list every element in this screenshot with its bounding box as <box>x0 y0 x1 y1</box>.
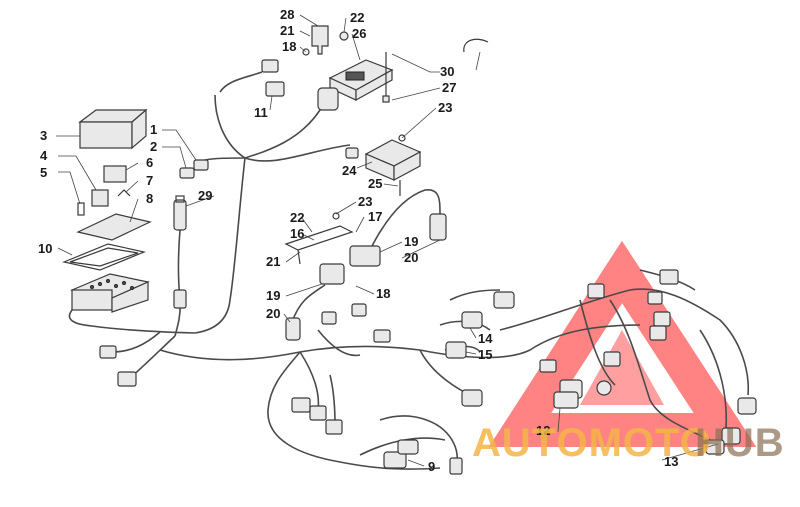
watermark-brand-hub: HUB <box>695 421 785 465</box>
callout-17: 17 <box>368 209 382 224</box>
ecu-module <box>328 59 394 102</box>
clip <box>117 189 131 197</box>
right-connector-cluster <box>539 269 757 455</box>
callout-11: 11 <box>254 105 268 120</box>
callout-21-bottom: 21 <box>266 254 280 269</box>
callout-26: 26 <box>352 26 366 41</box>
bolt-27 <box>382 52 390 103</box>
speed-sensor <box>173 195 187 231</box>
connector-11 <box>261 59 285 97</box>
callout-15: 15 <box>478 347 492 362</box>
callout-3: 3 <box>40 128 47 143</box>
clamp-ring <box>463 38 489 53</box>
callout-labels: 1 2 3 4 5 6 7 8 9 10 11 12 13 14 15 16 1… <box>38 7 678 474</box>
callout-19-right: 19 <box>404 234 418 249</box>
callout-18-bottom: 18 <box>376 286 390 301</box>
callout-19-left: 19 <box>266 288 280 303</box>
watermark-logo <box>488 240 757 447</box>
callout-22-top: 22 <box>350 10 364 25</box>
callout-5: 5 <box>40 165 47 180</box>
callout-18-top: 18 <box>282 39 296 54</box>
callout-20-left: 20 <box>266 306 280 321</box>
callout-2: 2 <box>150 139 157 154</box>
callout-23-top: 23 <box>438 100 452 115</box>
relay-small <box>103 165 127 183</box>
callout-23-bottom: 23 <box>358 194 372 209</box>
callout-25: 25 <box>368 176 382 191</box>
callout-22-bottom: 22 <box>290 210 304 225</box>
callout-16: 16 <box>290 226 304 241</box>
callout-10: 10 <box>38 241 52 256</box>
gasket <box>61 243 147 271</box>
callout-29: 29 <box>198 188 212 203</box>
left-connectors <box>99 289 187 387</box>
callout-leaders <box>56 14 719 467</box>
callout-1: 1 <box>150 122 157 137</box>
sensor-19-right <box>349 213 447 267</box>
callout-13: 13 <box>664 454 678 469</box>
connector-9 <box>383 439 463 475</box>
connector-1-2 <box>179 159 209 179</box>
ignition-coil <box>317 87 339 111</box>
connectors-14-15 <box>445 291 515 407</box>
callout-27: 27 <box>442 80 456 95</box>
center-connectors <box>291 303 391 435</box>
fuse-box <box>69 273 150 313</box>
callout-30: 30 <box>440 64 454 79</box>
callout-7: 7 <box>146 173 153 188</box>
callout-8: 8 <box>146 191 153 206</box>
washers-23 <box>332 134 406 220</box>
watermark-text: AUTOMOTO HUB <box>472 421 785 465</box>
bracket-28 <box>302 25 349 56</box>
callout-21-top: 21 <box>280 23 294 38</box>
watermark-brand-auto: AUTOMOTO <box>472 421 712 465</box>
sensor-19-left <box>285 263 345 341</box>
callout-4: 4 <box>40 148 48 163</box>
callout-28: 28 <box>280 7 294 22</box>
fuse-label-plate <box>76 213 152 241</box>
watermark-triangle <box>488 240 757 447</box>
callout-20-right: 20 <box>404 250 418 265</box>
mounting-bracket <box>284 225 354 265</box>
callout-14: 14 <box>478 331 493 346</box>
callout-6: 6 <box>146 155 153 170</box>
relay-box-lid <box>78 108 148 150</box>
voltage-regulator <box>345 139 422 182</box>
callout-24: 24 <box>342 163 357 178</box>
callout-12: 12 <box>536 423 550 438</box>
fuse-relay <box>77 189 109 216</box>
callout-9: 9 <box>428 459 435 474</box>
